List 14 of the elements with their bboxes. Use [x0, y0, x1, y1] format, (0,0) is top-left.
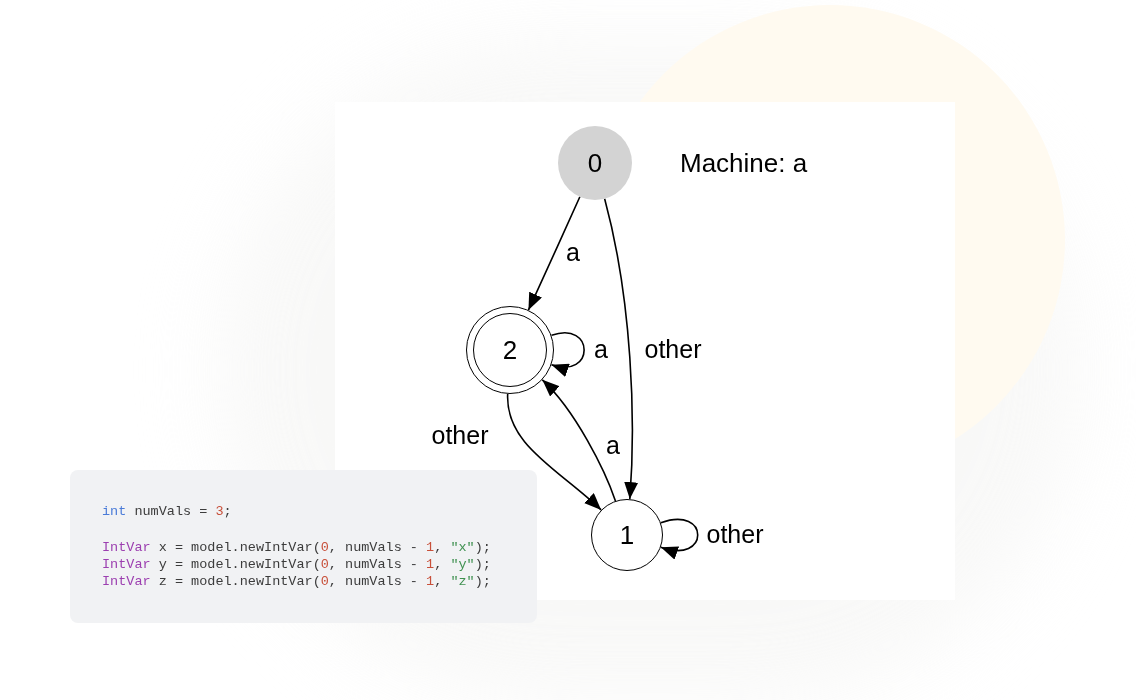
arrow [506, 393, 602, 511]
machine-title: Machine: a [680, 147, 808, 180]
state-label: 0 [587, 150, 603, 176]
code-line: IntVar x = model.newIntVar(0, numVals - 1, "x"); [102, 539, 491, 556]
arrow [527, 195, 581, 311]
arrow [541, 379, 617, 502]
state-label: 2 [502, 337, 518, 363]
state-label: 1 [619, 522, 635, 548]
code-line: int numVals = 3; [102, 503, 232, 520]
arrow [550, 332, 585, 376]
code-line: IntVar z = model.newIntVar(0, numVals - 1, "z"); [102, 573, 491, 590]
code-line: IntVar y = model.newIntVar(0, numVals - 1, "y"); [102, 556, 491, 573]
arrow [603, 197, 638, 500]
arrow [660, 518, 699, 559]
